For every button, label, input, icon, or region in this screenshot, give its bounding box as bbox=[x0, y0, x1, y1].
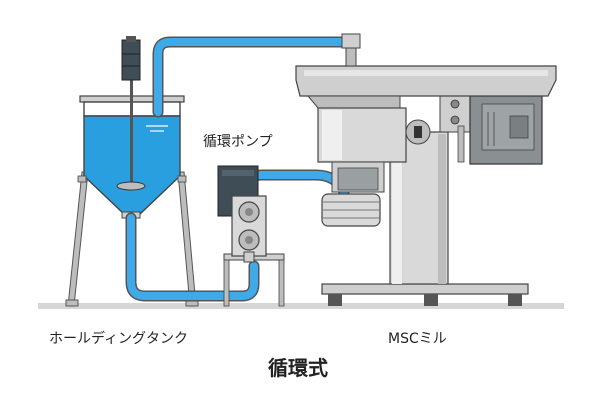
msc-mill-label: MSCミル bbox=[388, 331, 447, 347]
holding-tank-label: ホールディングタンク bbox=[49, 331, 189, 347]
pipe-mill-to-tank bbox=[154, 38, 358, 116]
agitator-motor bbox=[121, 39, 141, 81]
pipe-tank-to-pump bbox=[127, 214, 258, 300]
tank-legs bbox=[65, 171, 199, 307]
floor-line bbox=[38, 303, 564, 309]
agitator-shaft bbox=[130, 80, 133, 188]
msc-mill bbox=[295, 33, 557, 306]
agitator-impeller bbox=[116, 181, 146, 191]
mill-gear-housing bbox=[306, 95, 401, 109]
circulation-pump bbox=[217, 165, 285, 307]
diagram-title: 循環式 bbox=[268, 356, 328, 380]
pump-label: 循環ポンプ bbox=[203, 134, 273, 150]
